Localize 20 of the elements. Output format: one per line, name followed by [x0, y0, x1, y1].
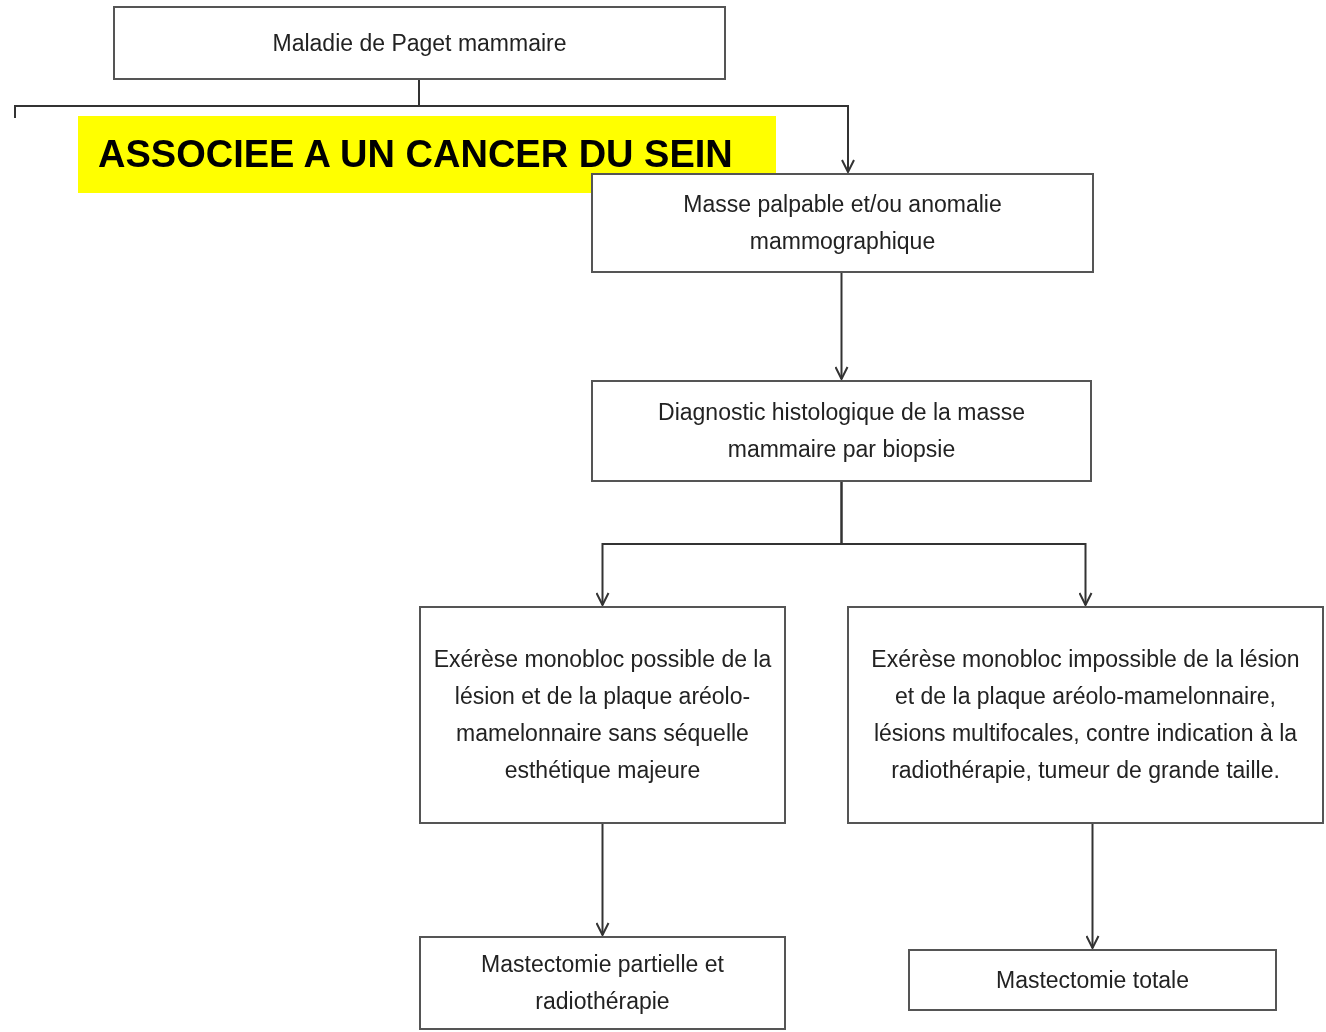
note-banner — [78, 116, 776, 193]
box-text: Masse palpable et/ou anomalie mammographique — [682, 190, 1003, 256]
process-box — [847, 606, 1324, 824]
box-text: Exérèse monobloc impossible de la lésion et de la plaque aréolo-mamelonnaire, lésions multifocales, contre indication à la radiothérapie, tumeur de grande taille. — [870, 645, 1301, 785]
process-box — [419, 936, 786, 1030]
process-box — [113, 6, 726, 80]
process-box — [591, 380, 1092, 482]
box-text: Mastectomie totale — [996, 965, 1189, 995]
process-box — [419, 606, 786, 824]
box-text: ASSOCIEE A UN CANCER DU SEIN — [98, 132, 733, 178]
box-text: Mastectomie partielle et radiothérapie — [480, 950, 725, 1016]
box-text: Exérèse monobloc possible de la lésion et de la plaque aréolo-mamelonnaire sans séquelle esthétique majeure — [433, 645, 772, 785]
process-box — [908, 949, 1277, 1011]
arrow — [840, 481, 1093, 606]
arrow — [595, 823, 610, 936]
box-text: Maladie de Paget mammaire — [272, 28, 567, 58]
process-box — [591, 173, 1094, 273]
box-text: Diagnostic histologique de la masse mammaire par biopsie — [657, 398, 1026, 464]
arrow — [1085, 823, 1100, 949]
arrow — [834, 272, 849, 380]
